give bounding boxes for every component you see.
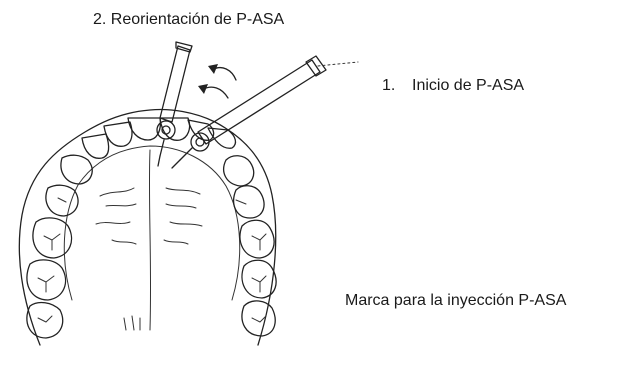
start-label-text: Inicio de P-ASA	[412, 77, 525, 94]
syringe-start	[171, 55, 327, 169]
rotation-arrows	[198, 64, 237, 99]
guide-line	[317, 61, 359, 67]
start-label: 1. Inicio de P-ASA	[382, 78, 524, 94]
syringe-reoriented	[156, 41, 193, 167]
palate-outline	[18, 108, 277, 346]
reorientation-label: 2. Reorientación de P-ASA	[93, 11, 285, 28]
teeth-arch	[26, 117, 277, 339]
start-label-number: 1.	[382, 77, 396, 94]
palatal-rugae	[95, 149, 203, 331]
injection-mark-label: Marca para la inyección P-ASA	[345, 292, 567, 309]
